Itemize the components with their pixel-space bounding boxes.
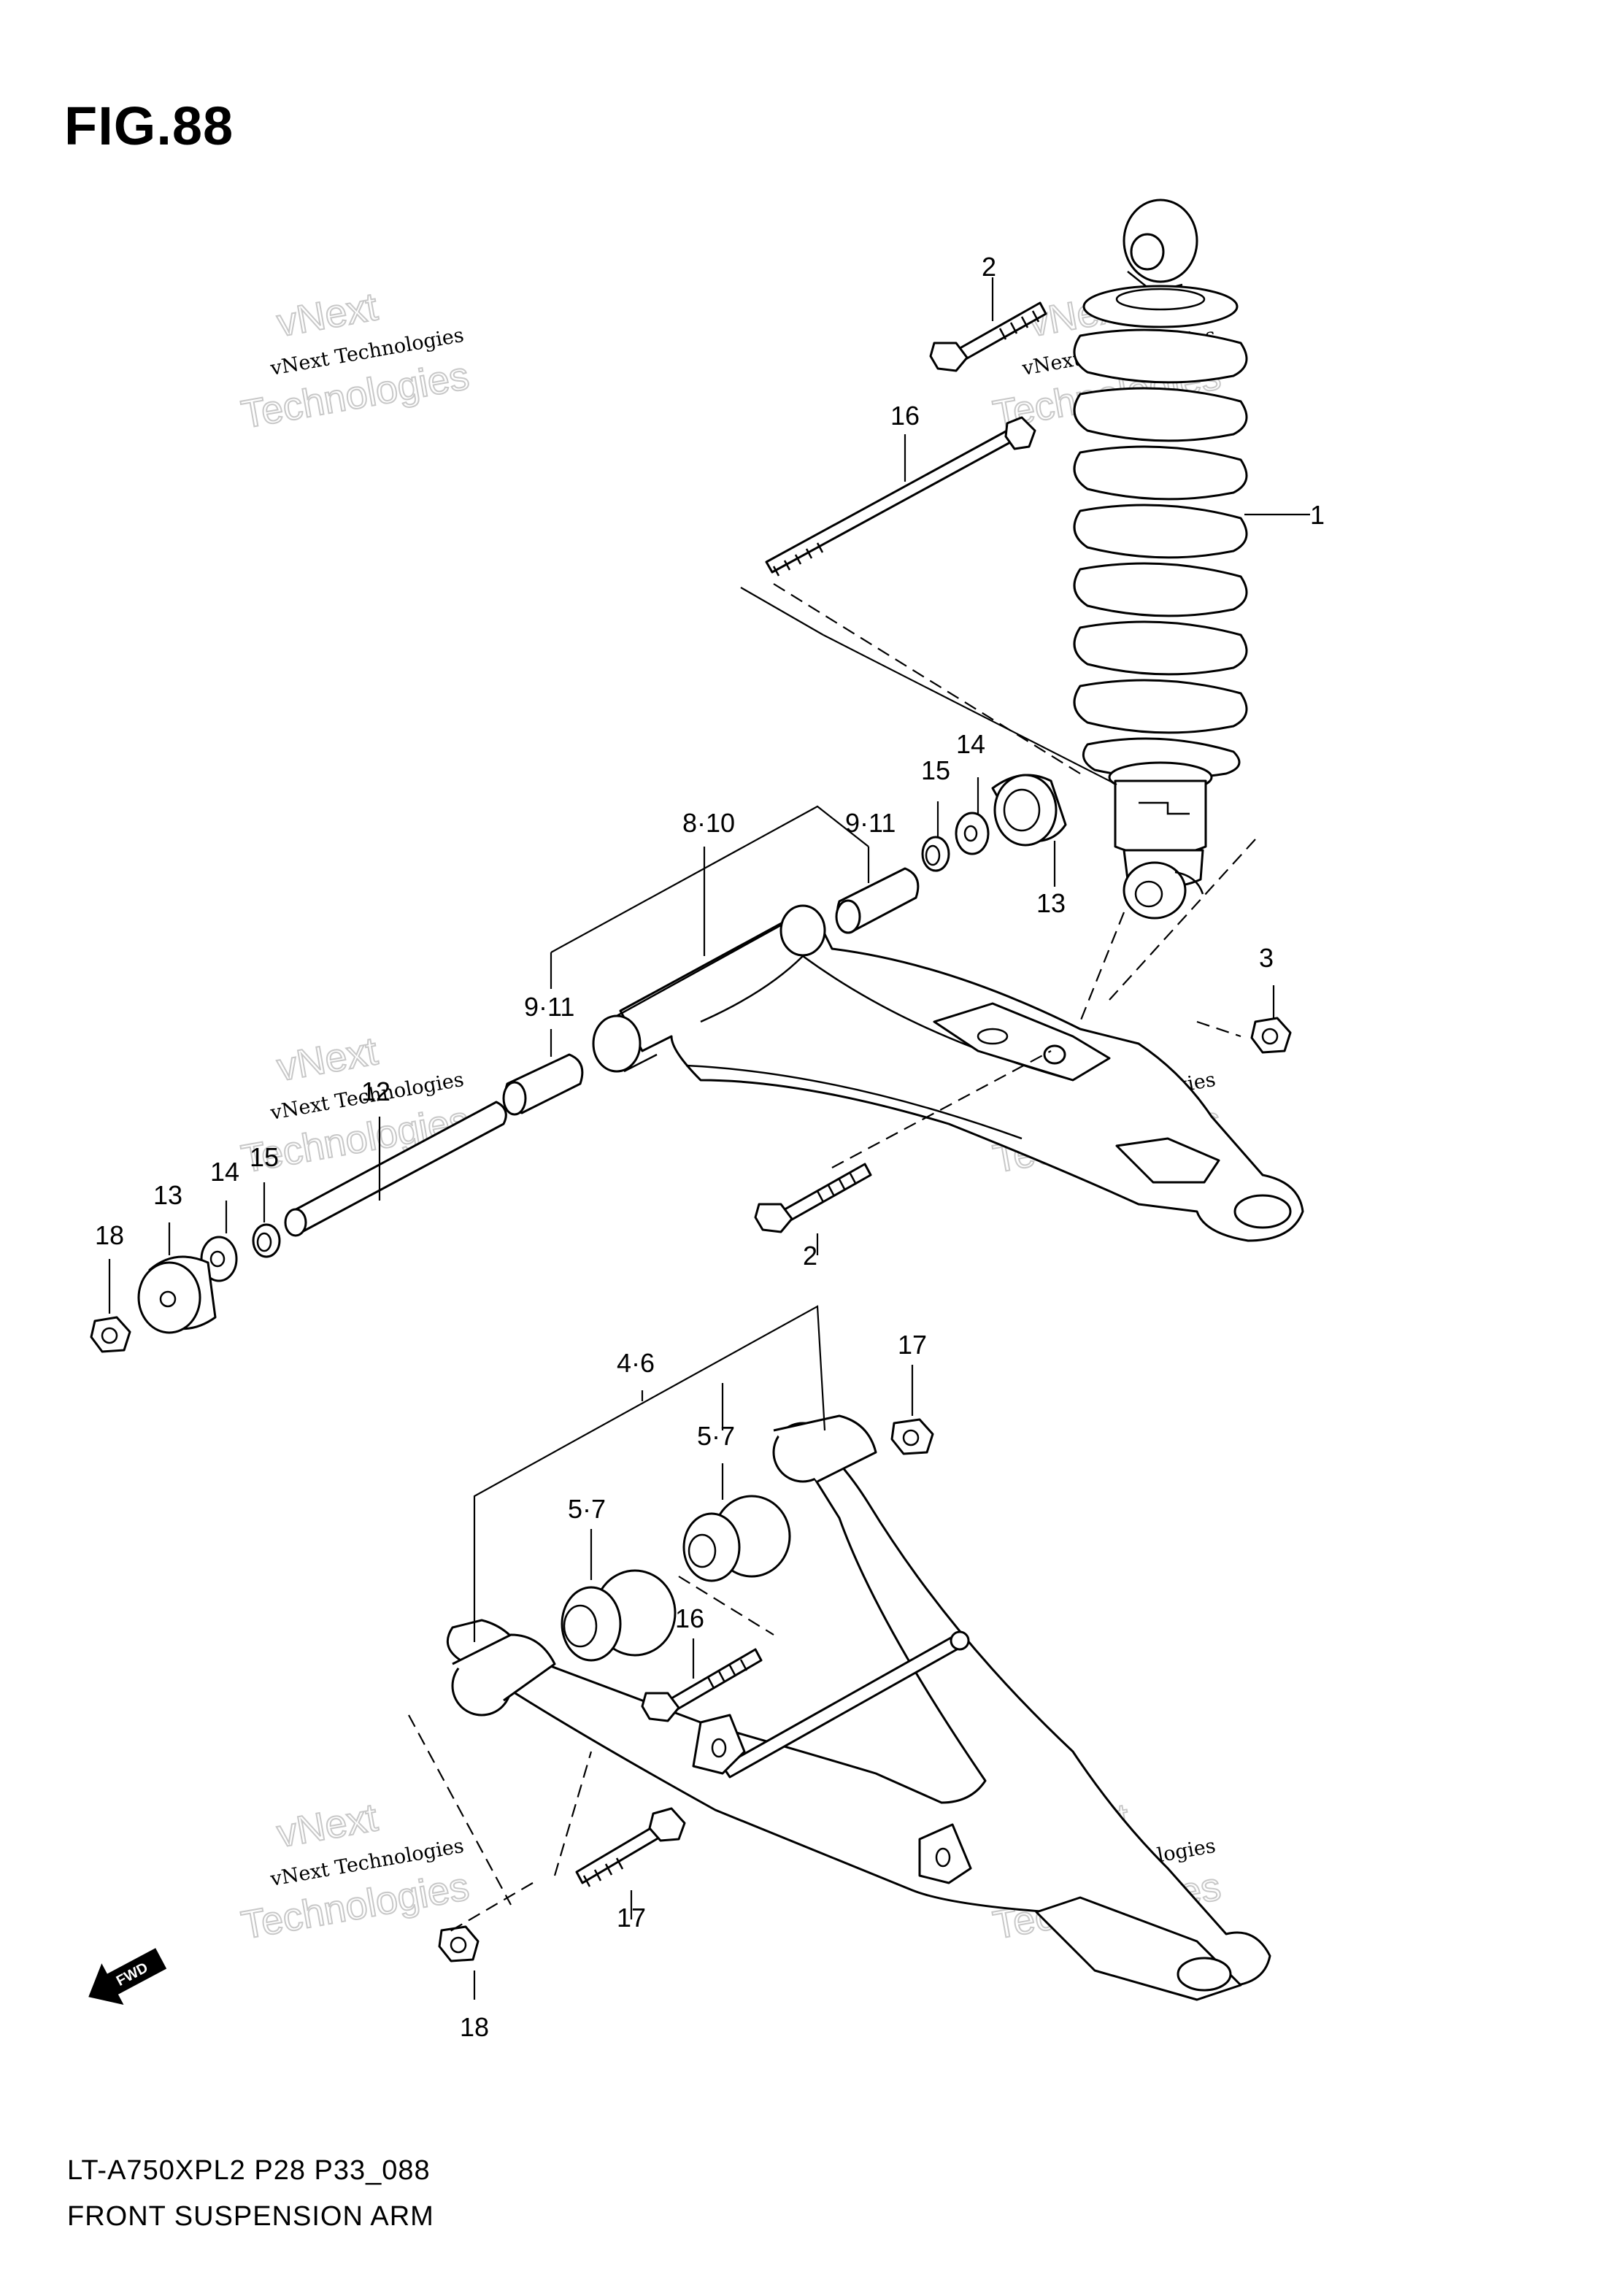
spacer-left (502, 1053, 584, 1116)
leader-lines (108, 277, 1310, 2000)
shock-absorber (1073, 199, 1248, 920)
coil-spring (1073, 328, 1248, 779)
washer-right (955, 812, 990, 855)
bolt-lower (575, 1807, 686, 1887)
nut-left-lower (438, 1925, 480, 1962)
bushing-a (561, 1569, 677, 1662)
callout-8-10: 8·10 (682, 808, 735, 838)
spacer-right (835, 867, 920, 934)
nut-right (1250, 1017, 1292, 1054)
callout-14-right: 14 (956, 729, 985, 759)
callout-15-left: 15 (250, 1142, 279, 1172)
callout-2-mid: 2 (803, 1241, 817, 1271)
callout-18-upper: 18 (95, 1220, 124, 1250)
callout-9-11-left: 9·11 (524, 992, 574, 1022)
callout-4-6: 4·6 (617, 1348, 655, 1378)
callout-13-right: 13 (1036, 888, 1066, 918)
callout-2-top: 2 (982, 252, 996, 282)
callout-3: 3 (1259, 943, 1274, 973)
callout-labels: 2 16 1 14 15 9·11 8·10 13 3 9·11 12 13 1… (95, 252, 1325, 2042)
bolt-top (929, 301, 1047, 372)
nut-lower (890, 1418, 934, 1455)
fwd-arrow-icon: FWD (88, 1948, 167, 2006)
nut-left-upper (90, 1316, 131, 1353)
bushing-b (682, 1495, 791, 1582)
watermark-top-left: vNext Technologies vNext Technologies (237, 284, 473, 437)
watermark-bottom-left: vNext Technologies vNext Technologies (237, 1795, 473, 1948)
callout-12: 12 (361, 1076, 390, 1106)
seal-right (921, 836, 950, 872)
callout-17-lower: 17 (617, 1903, 646, 1933)
figure-name: FRONT SUSPENSION ARM (67, 2201, 434, 2232)
seal-left (252, 1223, 281, 1258)
lower-arm (446, 1414, 1271, 2001)
upper-arm (592, 904, 1304, 1242)
callout-14-left: 14 (210, 1157, 239, 1187)
callout-15-right: 15 (921, 755, 950, 785)
lower-bolt-a (641, 1648, 763, 1722)
callout-5-7-b: 5·7 (697, 1421, 735, 1451)
long-bolt (765, 416, 1036, 577)
bolt-mid (754, 1163, 872, 1233)
callout-16-top: 16 (890, 401, 920, 431)
cap-right (991, 774, 1067, 847)
cap-left (137, 1255, 217, 1334)
svg-text:vNext: vNext (274, 1795, 380, 1856)
model-code: LT-A750XPL2 P28 P33_088 (67, 2155, 431, 2186)
callout-13-left: 13 (153, 1180, 182, 1210)
callout-17-top: 17 (898, 1330, 927, 1360)
callout-1: 1 (1310, 500, 1325, 530)
callout-16-lower: 16 (675, 1603, 704, 1633)
callout-9-11-right: 9·11 (845, 808, 896, 838)
svg-text:vNext: vNext (274, 285, 380, 345)
callout-5-7-a: 5·7 (568, 1494, 606, 1524)
figure-title: FIG.88 (64, 96, 234, 156)
shaft (284, 1101, 507, 1237)
callout-18-lower: 18 (460, 2012, 489, 2042)
